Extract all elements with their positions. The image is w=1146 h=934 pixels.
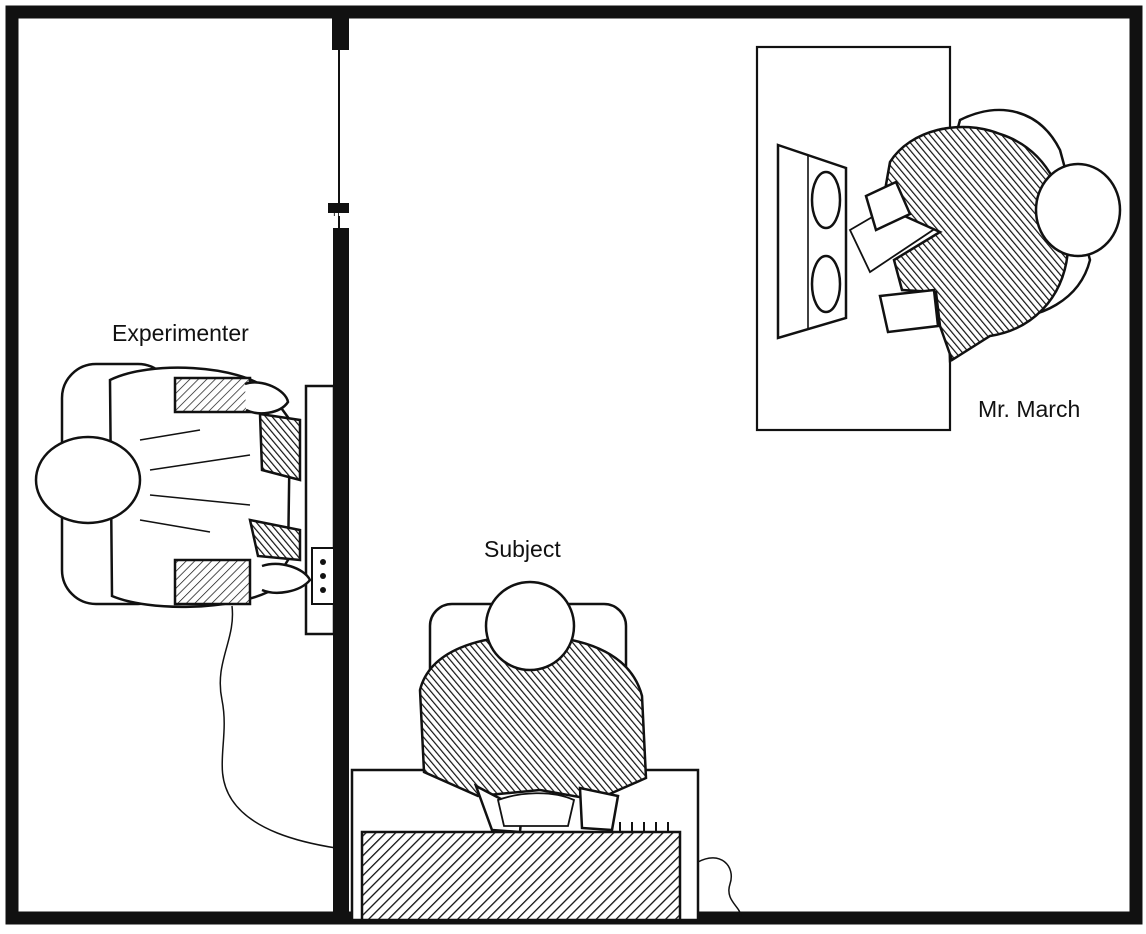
label-experimenter: Experimenter	[112, 320, 249, 347]
clock-dial-bottom	[812, 256, 840, 312]
clock-dial-top	[812, 172, 840, 228]
experimenter-figure	[36, 364, 310, 607]
subject-cable	[698, 858, 741, 918]
experimenter-control-panel	[306, 386, 334, 634]
observer-table	[757, 47, 950, 430]
label-mr-march: Mr. March	[978, 396, 1080, 423]
experimenter-cable	[220, 606, 336, 848]
label-subject: Subject	[484, 536, 561, 563]
